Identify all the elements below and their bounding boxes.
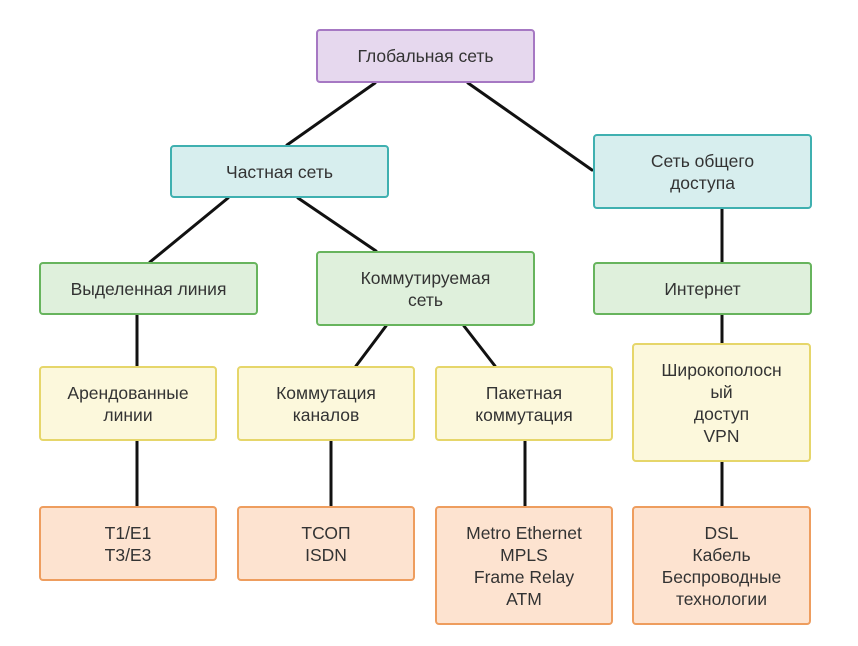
node-broadband-vpn: Широкополосн ый доступ VPN bbox=[632, 343, 811, 462]
node-metro-ethernet-label-line-3: Frame Relay bbox=[473, 566, 575, 587]
node-wan: Глобальная сеть bbox=[316, 29, 535, 83]
node-metro-ethernet-label-line-1: Metro Ethernet bbox=[466, 522, 582, 543]
node-broadband-vpn-label-line-3: доступ bbox=[693, 403, 750, 424]
node-metro-ethernet: Metro Ethernet MPLS Frame Relay ATM bbox=[435, 506, 613, 625]
node-pstn-isdn: ТСОП ISDN bbox=[237, 506, 415, 581]
node-packet-switching: Пакетная коммутация bbox=[435, 366, 613, 441]
node-metro-ethernet-label-line-4: ATM bbox=[506, 588, 542, 609]
node-wan-label: Глобальная сеть bbox=[357, 46, 494, 66]
edge-switched-packet bbox=[462, 324, 497, 368]
edge-root-private bbox=[285, 81, 377, 147]
node-internet: Интернет bbox=[593, 262, 812, 315]
node-public-network-label-line-1: Сеть общего bbox=[650, 150, 755, 171]
node-private-network: Частная сеть bbox=[170, 145, 389, 198]
node-t1-e1-label-line-2: T3/E3 bbox=[104, 544, 152, 565]
node-dedicated-line-label: Выделенная линия bbox=[70, 278, 227, 299]
node-metro-ethernet-label-line-2: MPLS bbox=[500, 544, 548, 565]
node-circuit-switching-label-line-1: Коммутация bbox=[276, 382, 376, 403]
node-pstn-isdn-label-line-2: ISDN bbox=[305, 544, 347, 565]
node-private-network-label: Частная сеть bbox=[226, 161, 333, 182]
node-dsl-cable: DSL Кабель Беспроводные технологии bbox=[632, 506, 811, 625]
node-public-network: Сеть общего доступа bbox=[593, 134, 812, 209]
node-broadband-vpn-label-line-2: ый bbox=[710, 381, 733, 402]
node-dsl-cable-label-line-4: технологии bbox=[675, 588, 767, 609]
node-t1-e1: T1/E1 T3/E3 bbox=[39, 506, 217, 581]
edge-root-public bbox=[466, 81, 594, 172]
node-dsl-cable-label-line-2: Кабель bbox=[692, 544, 751, 565]
node-leased-lines-label-line-1: Арендованные bbox=[67, 382, 189, 403]
node-broadband-vpn-label-line-4: VPN bbox=[703, 425, 740, 446]
node-internet-label: Интернет bbox=[664, 278, 741, 299]
node-packet-switching-label-line-2: коммутация bbox=[475, 404, 573, 425]
node-switched-network-label-line-2: сеть bbox=[407, 289, 444, 310]
node-circuit-switching-label-line-2: каналов bbox=[292, 404, 360, 425]
edge-private-switched bbox=[296, 196, 378, 253]
node-switched-network-label-line-1: Коммутируемая bbox=[360, 267, 491, 288]
node-packet-switching-label-line-1: Пакетная bbox=[485, 382, 563, 403]
node-leased-lines: Арендованные линии bbox=[39, 366, 217, 441]
node-dsl-cable-label-line-1: DSL bbox=[704, 522, 739, 543]
node-leased-lines-label-line-2: линии bbox=[103, 404, 153, 425]
node-dedicated-line: Выделенная линия bbox=[39, 262, 258, 315]
edge-private-dedicated bbox=[148, 196, 230, 264]
node-circuit-switching: Коммутация каналов bbox=[237, 366, 415, 441]
node-broadband-vpn-label-line-1: Широкополосн bbox=[661, 359, 782, 380]
node-switched-network: Коммутируемая сеть bbox=[316, 251, 535, 326]
node-dsl-cable-label-line-3: Беспроводные bbox=[661, 566, 782, 587]
node-public-network-label-line-2: доступа bbox=[670, 172, 735, 193]
edge-switched-circuit bbox=[354, 324, 388, 368]
node-t1-e1-label-line-1: T1/E1 bbox=[104, 522, 152, 543]
node-pstn-isdn-label-line-1: ТСОП bbox=[301, 522, 351, 543]
